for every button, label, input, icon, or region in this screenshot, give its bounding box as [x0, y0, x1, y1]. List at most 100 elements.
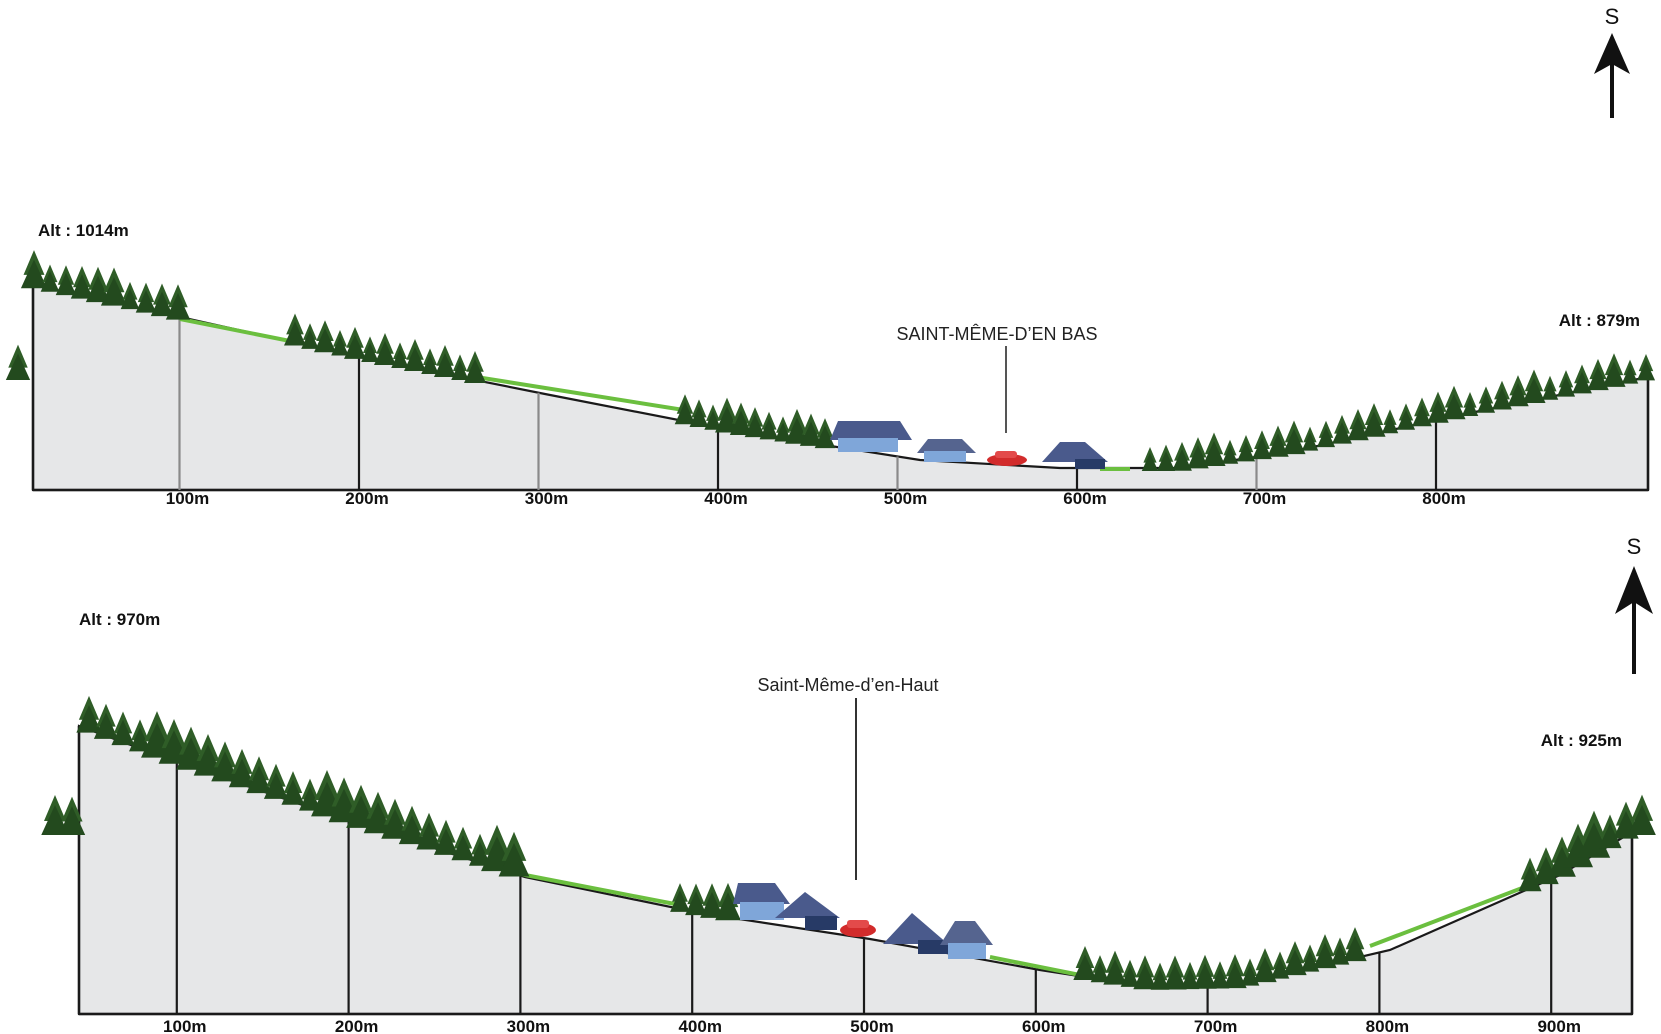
conifer-tree-icon	[1332, 414, 1352, 444]
tree-group-top	[5, 250, 1656, 471]
conifer-tree-icon	[284, 313, 306, 346]
conifer-tree-icon	[55, 265, 77, 296]
conifer-tree-icon	[1156, 444, 1176, 471]
terrain-top	[31, 283, 1650, 492]
conifer-tree-icon	[301, 323, 319, 349]
house-icon	[775, 892, 840, 930]
conifer-tree-icon	[421, 348, 439, 374]
conifer-tree-icon	[1492, 380, 1512, 410]
conifer-tree-icon	[1518, 857, 1542, 892]
north-arrow-bottom: S	[1615, 534, 1653, 674]
distance-tick-label: 400m	[704, 489, 747, 508]
alt-start-label-top: Alt : 1014m	[38, 221, 129, 240]
conifer-tree-icon	[1442, 385, 1466, 420]
conifer-tree-icon	[93, 703, 119, 739]
conifer-tree-icon	[729, 402, 753, 435]
conifer-tree-icon	[150, 283, 174, 317]
conifer-tree-icon	[1267, 425, 1289, 457]
distance-tick-label: 500m	[884, 489, 927, 508]
conifer-tree-icon	[311, 770, 343, 817]
conifer-tree-icon	[814, 418, 836, 449]
tree-group-bottom	[41, 695, 1656, 990]
conifer-tree-icon	[1236, 435, 1256, 462]
house-icon	[733, 883, 790, 920]
conifer-tree-icon	[391, 342, 409, 368]
alt-start-label-bottom: Alt : 970m	[79, 610, 160, 629]
distance-tick-label: 600m	[1063, 489, 1106, 508]
conifer-tree-icon	[1381, 409, 1399, 434]
conifer-tree-icon	[1193, 954, 1217, 989]
conifer-tree-icon	[744, 407, 766, 438]
conifer-tree-icon	[1120, 959, 1140, 987]
conifer-tree-icon	[1223, 954, 1247, 989]
place-label-top: SAINT-MÊME-D’EN BAS	[896, 324, 1097, 344]
conifer-tree-icon	[111, 711, 135, 746]
conifer-tree-icon	[1202, 432, 1226, 467]
conifer-tree-icon	[141, 711, 173, 758]
conifer-tree-icon	[363, 791, 393, 834]
alt-end-label-bottom: Alt : 925m	[1541, 731, 1622, 750]
conifer-tree-icon	[158, 719, 190, 764]
conifer-tree-icon	[715, 882, 741, 921]
conifer-tree-icon	[1313, 934, 1337, 969]
conifer-tree-icon	[1522, 369, 1546, 404]
conifer-tree-icon	[1133, 955, 1157, 990]
conifer-tree-icon	[281, 771, 305, 805]
conifer-tree-icon	[689, 399, 709, 427]
conifer-tree-icon	[1587, 358, 1609, 391]
conifer-tree-icon	[464, 351, 486, 383]
distance-tick-label: 800m	[1422, 489, 1465, 508]
conifer-tree-icon	[1347, 409, 1369, 441]
conifer-tree-icon	[70, 266, 94, 299]
distance-tick-label: 200m	[345, 489, 388, 508]
conifer-tree-icon	[1180, 961, 1200, 990]
conifer-tree-icon	[246, 756, 272, 794]
village-bottom	[733, 883, 993, 959]
conifer-tree-icon	[416, 812, 442, 850]
distance-tick-label: 100m	[166, 489, 209, 508]
distance-tick-label: 300m	[507, 1017, 550, 1034]
conifer-tree-icon	[1090, 955, 1110, 983]
village-top	[830, 421, 1108, 469]
distance-tick-label: 700m	[1243, 489, 1286, 508]
conifer-tree-icon	[299, 778, 321, 811]
house-icon	[883, 913, 948, 954]
conifer-tree-icon	[58, 796, 86, 835]
conifer-tree-icon	[1621, 359, 1639, 384]
conifer-tree-icon	[1283, 941, 1307, 976]
distance-tick-label: 500m	[850, 1017, 893, 1034]
distance-tick-label: 200m	[335, 1017, 378, 1034]
house-icon	[830, 421, 912, 452]
conifer-tree-icon	[1210, 961, 1230, 989]
conifer-tree-icon	[774, 416, 792, 442]
conifer-tree-icon	[135, 282, 157, 313]
conifer-tree-icon	[41, 795, 69, 835]
conifer-tree-icon	[228, 748, 256, 788]
conifer-tree-icon	[314, 320, 336, 353]
conifer-tree-icon	[685, 883, 707, 916]
north-label: S	[1627, 534, 1642, 559]
conifer-tree-icon	[1507, 375, 1529, 407]
conifer-tree-icon	[1577, 810, 1611, 858]
conifer-tree-icon	[344, 326, 366, 359]
conifer-tree-icon	[1252, 430, 1272, 460]
conifer-tree-icon	[715, 397, 739, 433]
conifer-tree-icon	[1362, 403, 1386, 437]
conifer-tree-icon	[469, 833, 491, 866]
grass-strip-bottom	[519, 872, 1531, 977]
conifer-tree-icon	[331, 329, 349, 356]
conifer-tree-icon	[759, 411, 779, 440]
conifer-tree-icon	[498, 831, 530, 877]
conifer-tree-icon	[176, 726, 206, 770]
conifer-tree-icon	[361, 336, 379, 362]
conifer-tree-icon	[1253, 948, 1277, 983]
conifer-tree-icon	[1476, 386, 1496, 413]
conifer-tree-icon	[1572, 364, 1592, 394]
north-arrow-top: S	[1594, 4, 1630, 118]
conifer-tree-icon	[404, 339, 426, 371]
conifer-tree-icon	[799, 413, 823, 446]
conifer-tree-icon	[1343, 927, 1367, 962]
conifer-tree-icon	[1427, 391, 1449, 423]
